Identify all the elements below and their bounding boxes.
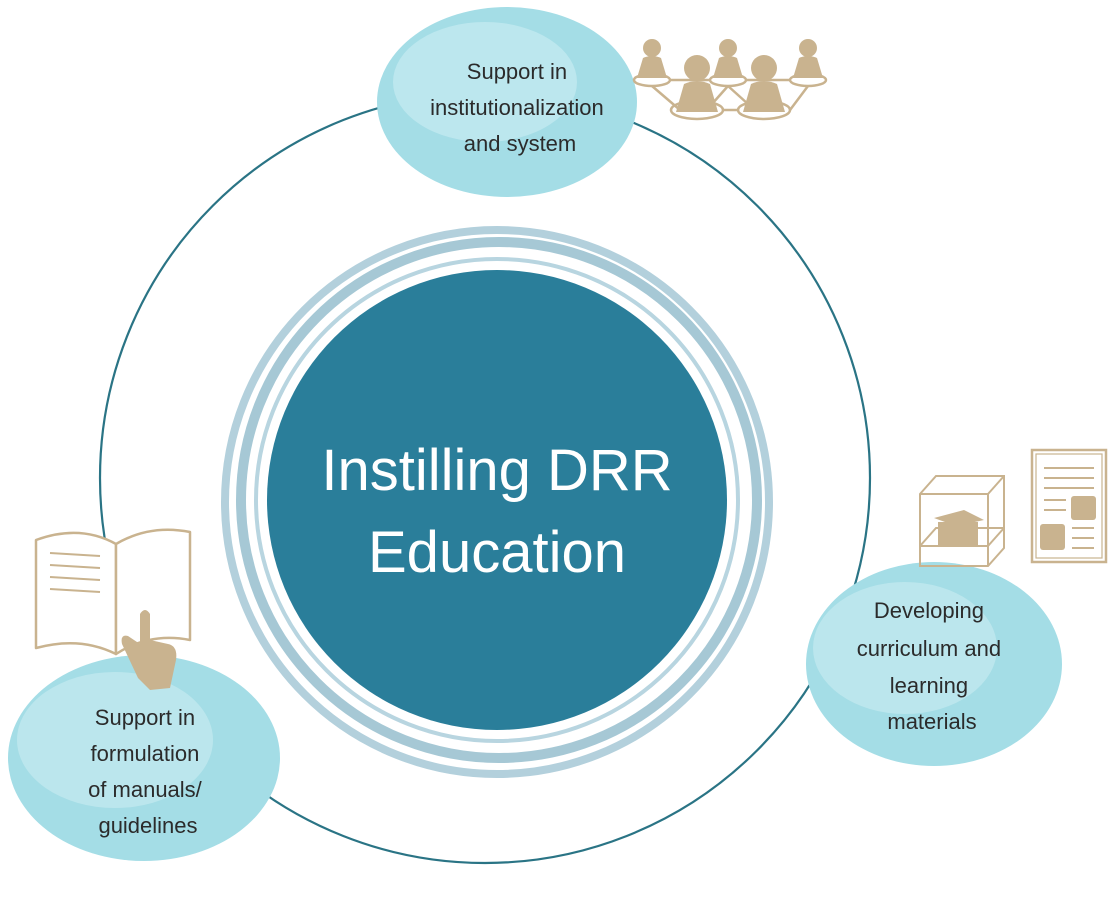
manual-book-icon [34,528,192,690]
bubble-top-line-1: Support in [467,59,567,84]
svg-text:Support in institutional: Support in institutionalization and syst… [430,59,610,156]
bubble-left-line-2: formulation [91,741,200,766]
bubble-left-line-4: guidelines [98,813,197,838]
bubble-left-line-1: Support in [95,705,195,730]
pointing-hand-icon [121,610,177,690]
bubble-top-line-2: institutionalization [430,95,604,120]
svg-text:Developing curriculum an: Developing curriculum and learning mater… [857,598,1007,734]
bubble-right-line-3: learning [890,673,968,698]
bubble-curriculum: Developing curriculum and learning mater… [806,562,1062,766]
bubble-right-line-4: materials [887,709,976,734]
bubble-left-line-3: of manuals/ [88,777,203,802]
center-title-line-1: Instilling DRR [321,438,672,503]
center-rings [221,226,773,778]
bubble-institutionalization: Support in institutionalization and syst… [377,7,637,197]
bubble-top-line-3: and system [464,131,577,156]
center-title-line-2: Education [368,520,626,585]
curriculum-materials-icon [919,448,1108,567]
people-network-icon [632,39,828,121]
bubble-manuals: Support in formulation of manuals/ guide… [8,655,280,861]
bubble-right-line-2: curriculum and [857,636,1001,661]
bubble-right-line-1: Developing [874,598,984,623]
svg-text:Support in formulation: Support in formulation of manuals/ guide… [88,705,208,838]
center-circle [267,270,727,730]
